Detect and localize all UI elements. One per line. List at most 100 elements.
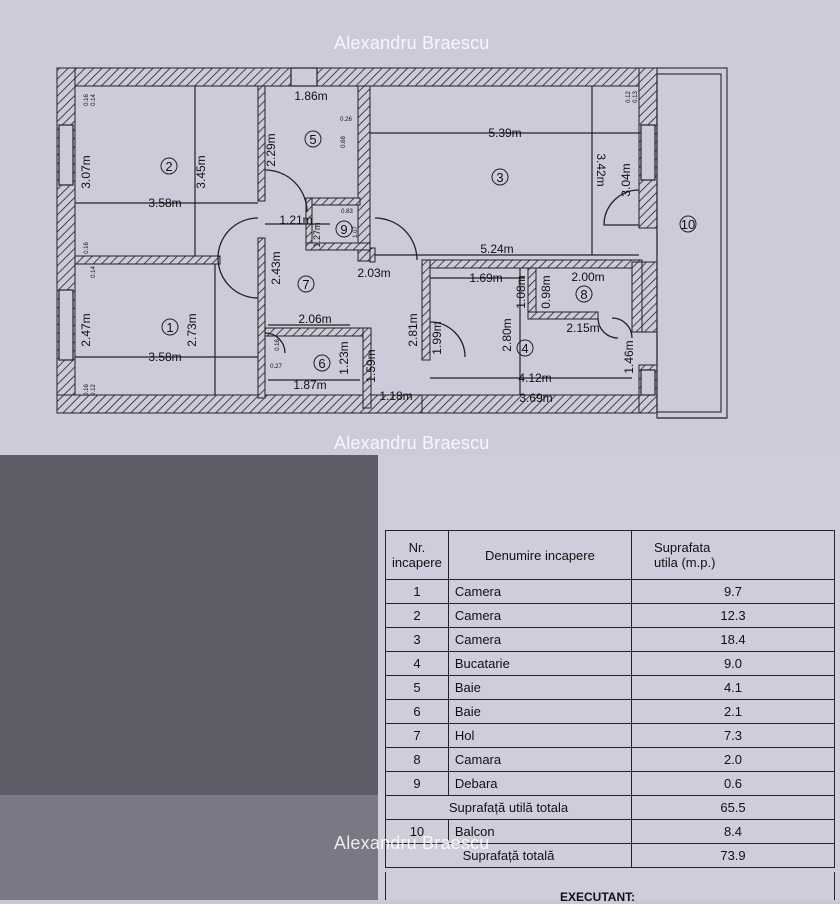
useful-total-row: Suprafață utilă totala 65.5 (385, 795, 835, 820)
row-area: 9.7 (631, 579, 835, 604)
room-number-markers (160, 130, 697, 372)
dim-r4-1-46: 1.46m (622, 340, 636, 373)
mark-0-68: 0.68 (341, 136, 347, 148)
row-name: Hol (447, 723, 633, 748)
balcony-name: Balcon (447, 819, 633, 844)
row-name: Debara (447, 771, 633, 796)
row-name: Camera (447, 627, 633, 652)
balcony-nr: 10 (385, 819, 449, 844)
room-number-9: 9 (340, 222, 347, 237)
mark-0-16-a: 0.16 (84, 94, 90, 106)
row-area: 0.6 (631, 771, 835, 796)
row-name: Bucatarie (447, 651, 633, 676)
dim-r6-height: 1.23m (337, 341, 351, 374)
mark-1-07: 1.07 (353, 226, 359, 238)
dim-r7-width: 2.06m (298, 312, 331, 326)
room-number-2: 2 (165, 159, 172, 174)
dim-r8-1-08: 1.08m (514, 275, 528, 308)
row-nr: 4 (385, 651, 449, 676)
mark-0-83: 0.83 (341, 209, 353, 215)
balcony-row: 10 Balcon 8.4 (385, 819, 835, 844)
dim-hall-1-99: 1.99m (430, 321, 444, 354)
dim-r6-1-18: 1.18m (379, 389, 412, 403)
row-nr: 6 (385, 699, 449, 724)
useful-total-label: Suprafață utilă totala (385, 795, 632, 820)
dim-r9-width: 1.21m (279, 213, 312, 227)
dim-hall-2-81: 2.81m (406, 313, 420, 346)
outer-walls (56, 67, 658, 414)
dim-r5-width: 1.86m (294, 89, 327, 103)
total-label: Suprafață totală (385, 843, 632, 868)
dim-r4-height: 2.80m (500, 318, 514, 351)
room-number-1: 1 (166, 320, 173, 335)
mark-0-16-b: 0.16 (84, 242, 90, 254)
mark-0-12-b: 0.12 (626, 91, 632, 103)
dim-r3-height-out: 3.04m (619, 163, 633, 196)
row-name: Camera (447, 579, 633, 604)
table-row: 3 Camera 18.4 (385, 627, 835, 652)
dim-r3-height-in: 3.42m (594, 153, 608, 186)
interior-walls (74, 85, 643, 409)
mark-0-27: 0.27 (270, 364, 282, 370)
mark-0-12-a: 0.12 (91, 384, 97, 396)
row-name: Baie (447, 699, 633, 724)
watermark-top: Alexandru Braescu (334, 33, 490, 53)
useful-total-value: 65.5 (631, 795, 835, 820)
watermark-bottom: Alexandru Braescu (334, 833, 490, 853)
table-header-row: Nr. incapere Denumire incapere Suprafata… (385, 530, 835, 580)
dim-r8-width: 2.00m (571, 270, 604, 284)
background-dark-lower (0, 795, 378, 900)
dim-hall-2-03: 2.03m (357, 266, 390, 280)
row-nr: 5 (385, 675, 449, 700)
dim-r3-width-top: 5.39m (488, 126, 521, 140)
dim-r3-width-bottom: 5.24m (480, 242, 513, 256)
dim-r6-1-59: 1.59m (364, 349, 378, 382)
table-row: 8 Camara 2.0 (385, 747, 835, 772)
table-row: 7 Hol 7.3 (385, 723, 835, 748)
executant-box (385, 872, 835, 900)
header-nr: Nr. incapere (385, 530, 449, 580)
dim-r8-0-98: 0.98m (539, 275, 553, 308)
dim-r8-2-15: 2.15m (566, 321, 599, 335)
balcony (656, 67, 728, 419)
table-row: 1 Camera 9.7 (385, 579, 835, 604)
row-nr: 8 (385, 747, 449, 772)
dimension-lines (75, 86, 639, 395)
header-area: Suprafata utila (m.p.) (631, 530, 835, 580)
dim-r2-height-in: 3.45m (194, 155, 208, 188)
header-name: Denumire incapere (447, 530, 633, 580)
row-nr: 7 (385, 723, 449, 748)
table-row: 9 Debara 0.6 (385, 771, 835, 796)
balcony-area: 8.4 (631, 819, 835, 844)
row-area: 18.4 (631, 627, 835, 652)
mark-0-26: 0.26 (340, 117, 352, 123)
dim-r4-width-bottom: 3.69m (519, 391, 552, 405)
rooms-table: Nr. incapere Denumire incapere Suprafata… (385, 530, 835, 868)
mark-0-16-d: 0.16 (275, 339, 281, 351)
watermark-middle: Alexandru Braescu (334, 433, 490, 453)
row-name: Camera (447, 603, 633, 628)
room-number-6: 6 (318, 356, 325, 371)
room-number-7: 7 (302, 277, 309, 292)
row-nr: 9 (385, 771, 449, 796)
executant-label: EXECUTANT: (560, 890, 636, 904)
row-area: 4.1 (631, 675, 835, 700)
dim-r4-width: 4.12m (518, 371, 551, 385)
row-area: 12.3 (631, 603, 835, 628)
row-nr: 1 (385, 579, 449, 604)
row-area: 2.0 (631, 747, 835, 772)
dim-r5-height: 2.29m (264, 133, 278, 166)
row-nr: 2 (385, 603, 449, 628)
row-area: 7.3 (631, 723, 835, 748)
row-nr: 3 (385, 627, 449, 652)
total-value: 73.9 (631, 843, 835, 868)
table-row: 4 Bucatarie 9.0 (385, 651, 835, 676)
row-area: 9.0 (631, 651, 835, 676)
windows (58, 67, 656, 396)
dim-r4-1-69: 1.69m (469, 271, 502, 285)
floor-plan: 2 1 3 4 5 6 7 8 9 10 3.58m 3.45m 3.07m 3… (56, 67, 728, 419)
dim-r2-height-out: 3.07m (79, 155, 93, 188)
room-number-4: 4 (521, 341, 528, 356)
background-dark (0, 455, 378, 795)
row-name: Camara (447, 747, 633, 772)
